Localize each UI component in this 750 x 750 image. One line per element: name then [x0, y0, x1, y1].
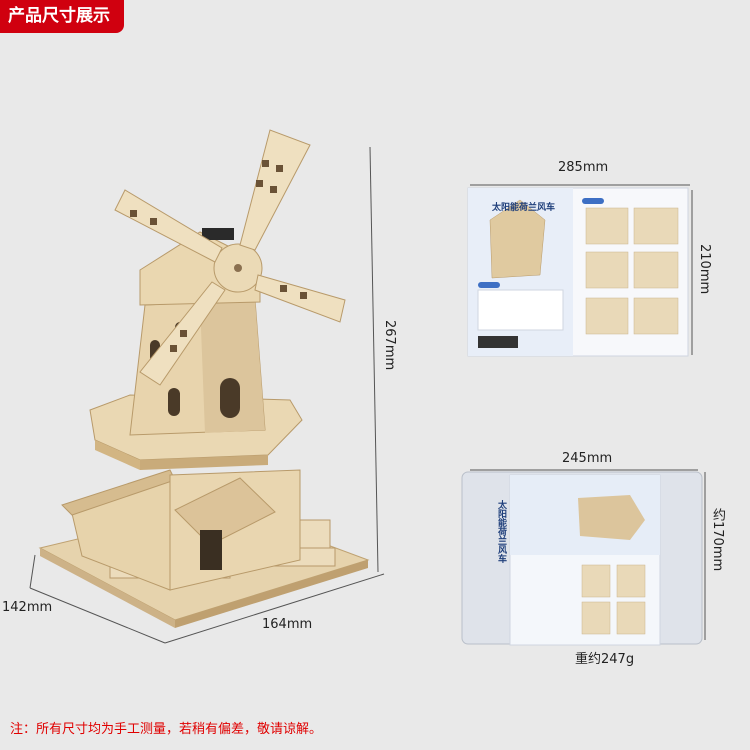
bag-title: 太阳能荷兰风车 [496, 500, 506, 563]
windmill-depth-label: 142mm [2, 600, 53, 615]
box-height-label: 210mm [697, 244, 712, 295]
bag-height-label: 约170mm [710, 508, 725, 572]
box-width-label: 285mm [558, 160, 609, 175]
bag-package [461, 469, 706, 646]
bag-width-label: 245mm [562, 451, 613, 466]
measurement-note: 注：所有尺寸均为手工测量，若稍有偏差，敬请谅解。 [10, 722, 323, 737]
windmill-height-label: 267mm [382, 320, 397, 371]
box-package [467, 184, 693, 357]
bag-weight-label: 重约247g [575, 652, 635, 667]
box-title: 太阳能荷兰风车 [492, 203, 556, 213]
windmill-model [38, 129, 370, 628]
windmill-width-label: 164mm [262, 617, 313, 632]
page-title: 产品尺寸展示 [0, 0, 124, 33]
windmill-dimension-lines [29, 146, 385, 644]
